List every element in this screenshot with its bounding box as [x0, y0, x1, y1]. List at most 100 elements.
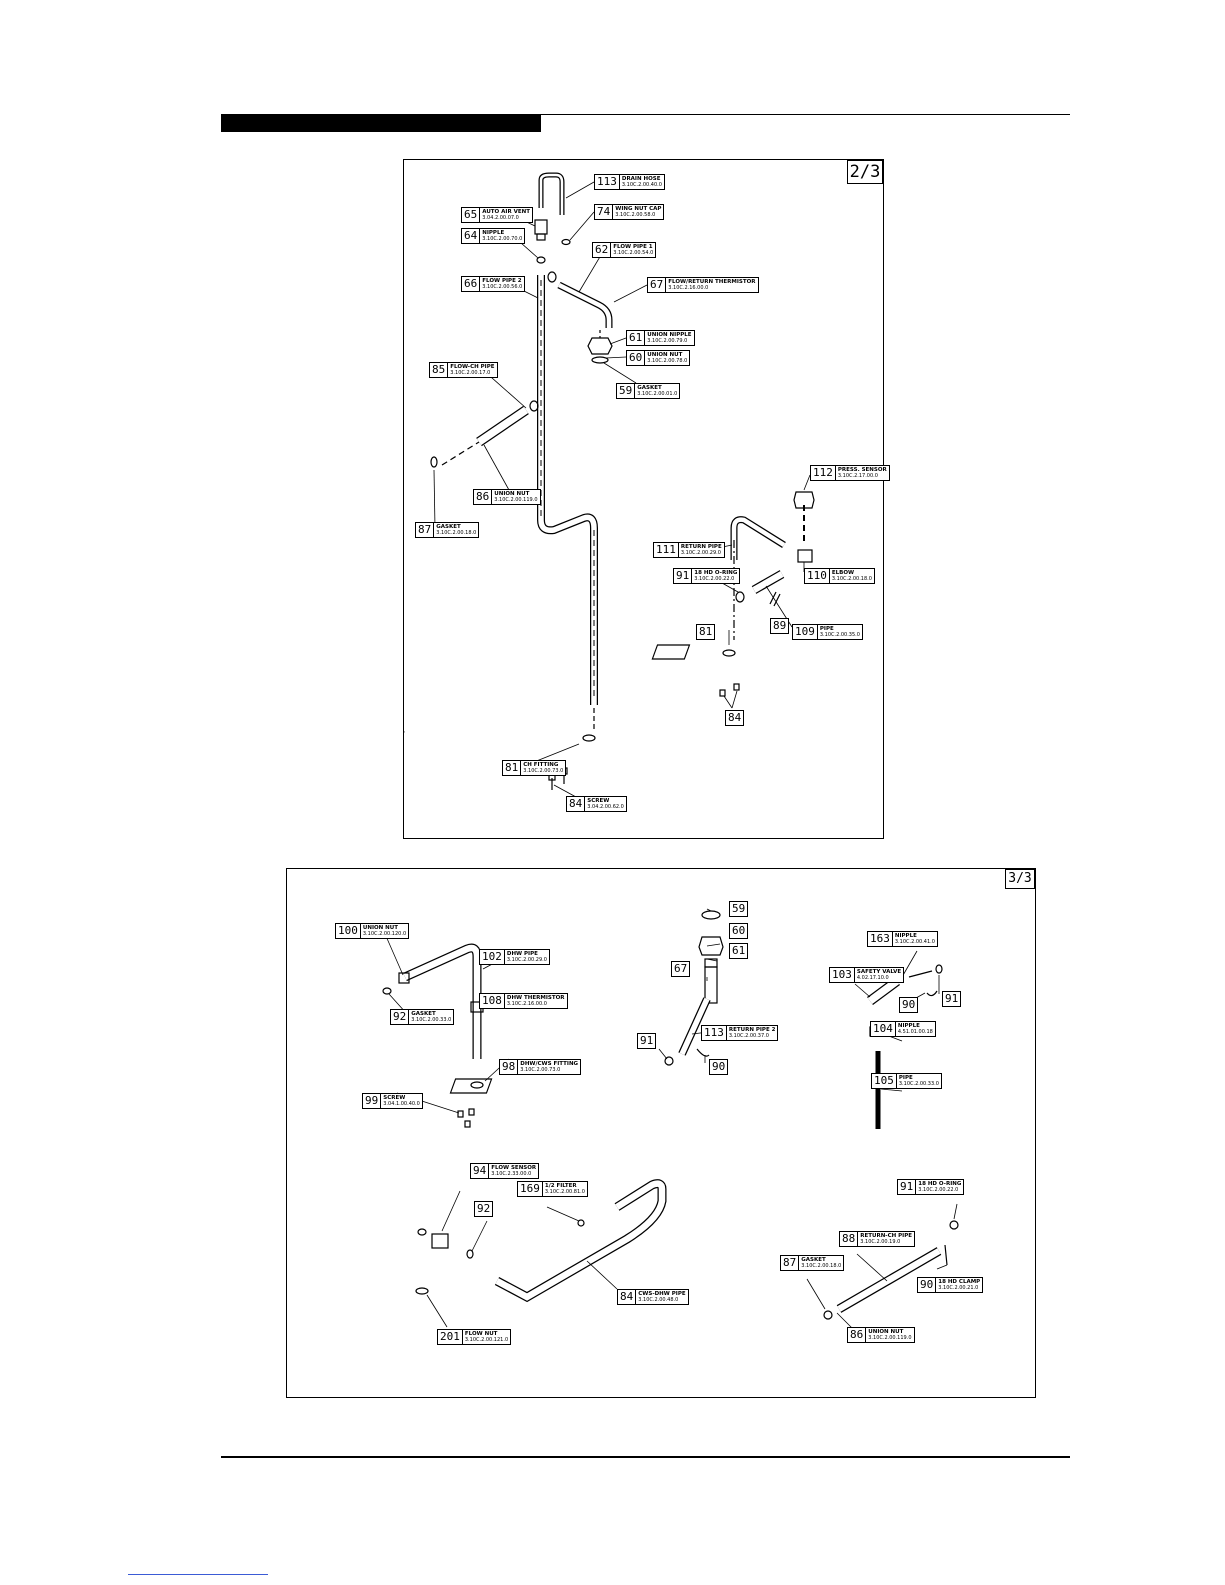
part-code: 3.10C.2.00.48.0 — [638, 1297, 679, 1304]
part-code: 3.10C.2.00.33.0 — [898, 1081, 939, 1088]
part-code: 3.10C.2.00.41.0 — [894, 939, 935, 946]
part-code: 3.10C.2.00.54.0 — [613, 250, 654, 257]
part-number: 59 — [729, 901, 749, 917]
part-name: FLOW PIPE 2 — [482, 277, 522, 284]
part-number: 86 — [847, 1327, 867, 1343]
part-code: 3.10C.2.16.00.0 — [506, 1001, 547, 1008]
part-code: 3.10C.2.00.79.0 — [647, 338, 688, 345]
part-name: ELBOW — [831, 569, 855, 576]
part-number: 92 — [390, 1009, 410, 1025]
part-number: 98 — [499, 1059, 519, 1075]
part-number: 91 — [942, 991, 962, 1007]
part-callout: 81 — [696, 624, 716, 640]
part-name: 1/2 FILTER — [544, 1182, 577, 1189]
part-name: PIPE — [819, 625, 834, 632]
part-name: FLOW-CH PIPE — [450, 363, 495, 370]
part-name: FLOW SENSOR — [491, 1164, 537, 1171]
part-name: AUTO AIR VENT — [482, 208, 530, 215]
part-number: 81 — [502, 760, 522, 776]
part-number: 113 — [594, 174, 620, 190]
part-callout: 60 — [729, 923, 749, 939]
part-code: 3.10C.2.00.120.0 — [362, 931, 407, 938]
part-code: 3.10C.2.16.00.0 — [668, 285, 709, 292]
part-name: FLOW NUT — [464, 1330, 498, 1337]
part-name: DHW PIPE — [506, 950, 538, 957]
part-name: PIPE — [898, 1074, 913, 1081]
part-code: 4.02.17.10.0 — [856, 975, 889, 982]
part-name: 18 HD O-RING — [918, 1180, 962, 1187]
part-number: 91 — [897, 1179, 917, 1195]
part-callout: 89 — [770, 618, 790, 634]
part-number: 105 — [871, 1073, 897, 1089]
part-code: 3.10C.2.00.29.0 — [506, 957, 547, 964]
part-name: SCREW — [383, 1094, 406, 1101]
part-callout: 90 — [899, 997, 919, 1013]
link-underline — [128, 1574, 268, 1575]
part-number: 113 — [701, 1025, 727, 1041]
part-number: 112 — [810, 465, 836, 481]
part-number: 110 — [804, 568, 830, 584]
part-number: 163 — [867, 931, 893, 947]
part-code: 3.10C.2.00.35.0 — [819, 632, 860, 639]
part-name: NIPPLE — [897, 1022, 920, 1029]
part-name: UNION NUT — [362, 924, 399, 931]
part-code: 4.51.01.00.18 — [897, 1029, 933, 1036]
part-code: 3.10C.2.00.17.0 — [450, 370, 491, 377]
part-name: SCREW — [587, 797, 610, 804]
part-code: 3.10C.2.00.29.0 — [680, 550, 721, 557]
part-number: 88 — [839, 1231, 859, 1247]
part-number: 87 — [780, 1255, 800, 1271]
footer-rule — [221, 1456, 1070, 1458]
part-name: NIPPLE — [482, 229, 505, 236]
part-code: 3.10C.2.00.18.0 — [801, 1263, 842, 1270]
part-code: 3.10C.2.00.73.0 — [520, 1067, 561, 1074]
part-number: 201 — [437, 1329, 463, 1345]
part-code: 3.10C.2.00.40.0 — [621, 182, 662, 189]
part-number: 65 — [461, 207, 481, 223]
part-code: 3.10C.2.00.119.0 — [494, 497, 538, 504]
part-name: CH FITTING — [523, 761, 559, 768]
part-callout: 90 — [709, 1059, 729, 1075]
part-number: 62 — [592, 242, 612, 258]
part-number: 94 — [470, 1163, 490, 1179]
part-number: 85 — [429, 362, 449, 378]
header-bar — [221, 115, 541, 132]
part-name: UNION NIPPLE — [647, 331, 692, 338]
part-number: 103 — [829, 967, 855, 983]
part-number: 84 — [566, 796, 586, 812]
part-number: 91 — [673, 568, 693, 584]
part-number: 84 — [725, 710, 745, 726]
